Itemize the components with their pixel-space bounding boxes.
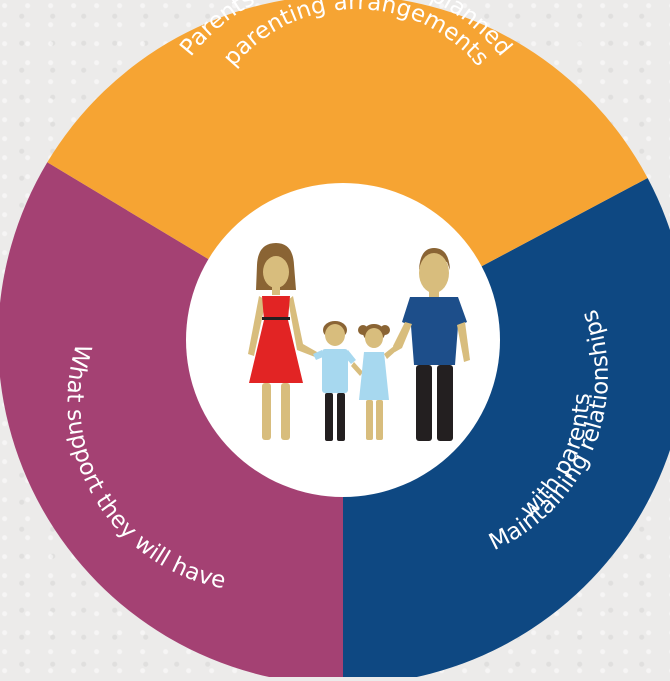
- boy-figure: [313, 321, 363, 441]
- family-icon: [248, 243, 470, 441]
- father-figure: [393, 248, 470, 441]
- mother-figure: [248, 243, 317, 440]
- parenting-arrangements-segment: [47, 0, 648, 340]
- girl-figure: [358, 324, 397, 440]
